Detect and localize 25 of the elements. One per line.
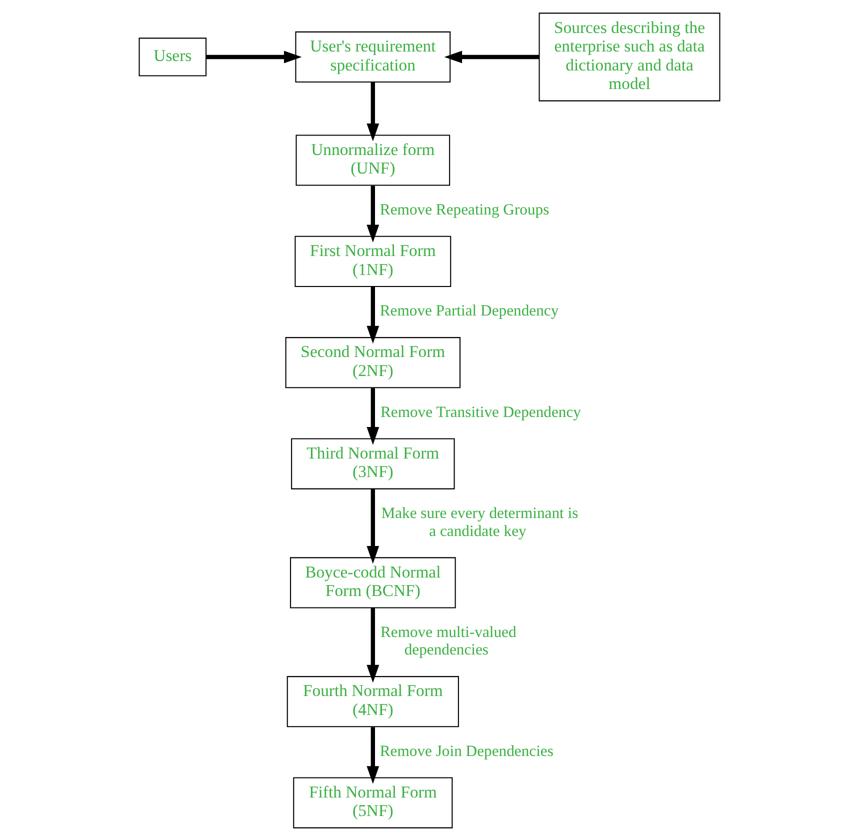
arrow <box>366 82 379 141</box>
edge-label: Remove Repeating Groups <box>379 200 549 218</box>
arrow <box>444 50 538 63</box>
node-box: Boyce-codd Normal Form (BCNF) <box>289 556 456 608</box>
arrow <box>366 185 379 242</box>
edge-label: Remove Join Dependencies <box>379 742 553 760</box>
node-box: Unnormalize form (UNF) <box>295 134 450 186</box>
edge-label: Remove Partial Dependency <box>379 302 558 320</box>
node-box: Sources describing the enterprise such as data dictionary and data model <box>538 12 720 101</box>
edge-label: Remove multi-valued dependencies <box>380 623 516 658</box>
arrow <box>206 50 302 63</box>
arrow <box>366 726 379 784</box>
arrow <box>366 607 379 682</box>
node-box: Fourth Normal Form (4NF) <box>286 676 458 727</box>
arrow <box>366 286 379 344</box>
edge-label: Make sure every determinant is a candidate key <box>380 504 578 540</box>
node-box: Third Normal Form (3NF) <box>290 438 454 489</box>
edge-label: Remove Transitive Dependency <box>380 403 580 420</box>
node-box: Users <box>138 37 206 76</box>
node-box: First Normal Form (1NF) <box>294 235 451 286</box>
arrow <box>366 388 379 444</box>
node-box: User's requirement specification <box>294 30 450 82</box>
node-box: Fifth Normal Form (5NF) <box>292 776 452 828</box>
node-box: Second Normal Form (2NF) <box>284 336 460 388</box>
arrow <box>366 488 379 564</box>
